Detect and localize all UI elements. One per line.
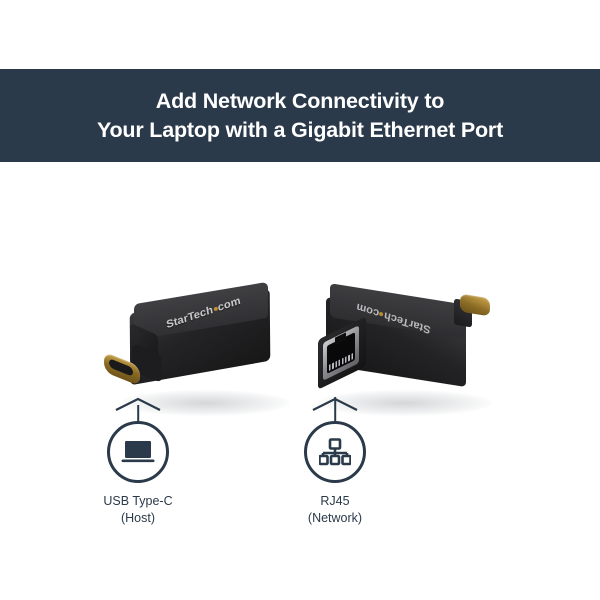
callout-2-label-line-2: (Network) [307, 510, 363, 525]
callout-2-circle [304, 421, 366, 483]
callout-2-label: RJ45 (Network) [265, 493, 405, 526]
product-usb-c-adapter-rear: StarTechcom [312, 283, 492, 398]
callout-1-label-line-1: USB Type-C [103, 494, 173, 508]
callout-1-leader-line [137, 405, 139, 425]
callout-2-leader-line [334, 397, 336, 425]
banner-title-line-1: Add Network Connectivity to [155, 88, 445, 113]
callout-1-leader-fork-icon [115, 397, 161, 411]
banner-title-line-2: Your Laptop with a Gigabit Ethernet Port [96, 117, 504, 142]
callout-1-label: USB Type-C (Host) [68, 493, 208, 526]
header-banner: Add Network Connectivity to Your Laptop … [0, 69, 600, 162]
callout-1-circle [107, 421, 169, 483]
callout-1-label-line-2: (Host) [120, 510, 156, 525]
callout-2-label-line-1: RJ45 [320, 494, 350, 508]
network-topology-icon [319, 438, 351, 466]
laptop-icon [121, 441, 155, 463]
